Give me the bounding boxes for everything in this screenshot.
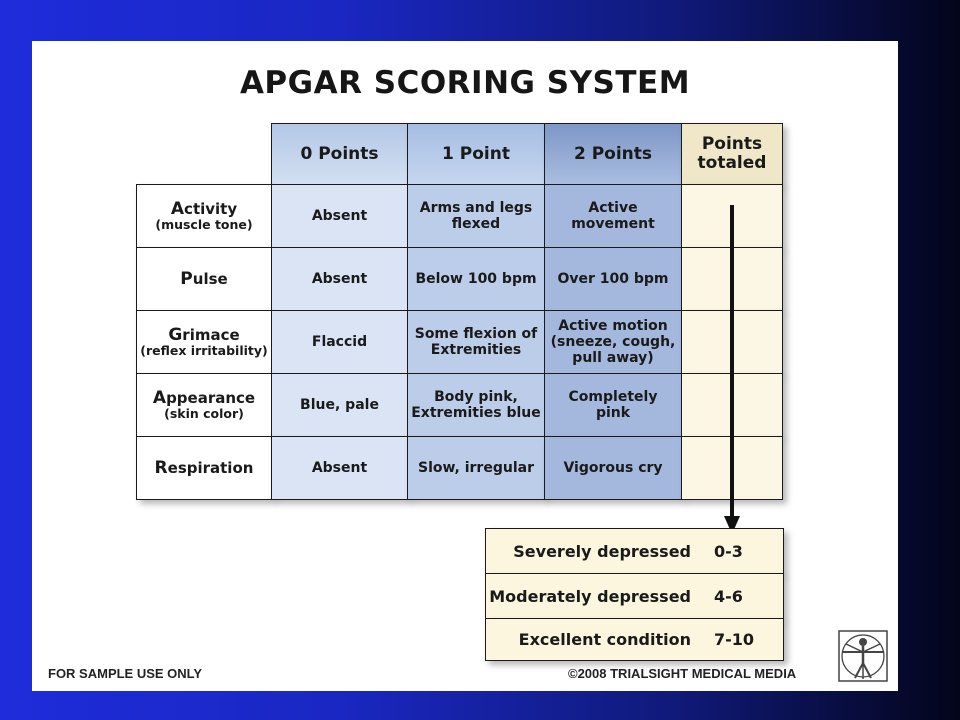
cell-pulse-2: Over 100 bpm (544, 247, 682, 311)
cell-appearance-2: Completely pink (544, 373, 682, 437)
row-name: Respiration (154, 457, 254, 478)
footer-sample-notice: FOR SAMPLE USE ONLY (48, 666, 203, 681)
result-label: Moderately depressed (489, 586, 691, 606)
cell-activity-2: Active movement (544, 184, 682, 248)
cell-activity-1: Arms and legs flexed (407, 184, 545, 248)
row-header-respiration: Respiration (136, 436, 272, 500)
row-name: Grimace (168, 324, 240, 345)
header-2-points: 2 Points (544, 123, 682, 185)
cell-grimace-0: Flaccid (271, 310, 408, 374)
result-range: 7-10 (714, 630, 755, 649)
cell-grimace-2: Active motion (sneeze, cough, pull away) (544, 310, 682, 374)
slide-title: APGAR SCORING SYSTEM (239, 65, 691, 101)
cell-respiration-0: Absent (271, 436, 408, 500)
row-header-appearance: Appearance (skin color) (136, 373, 272, 437)
result-row-excellent: Excellent condition 7-10 (485, 618, 784, 661)
cell-pulse-0: Absent (271, 247, 408, 311)
result-range: 0-3 (714, 541, 743, 561)
row-subtitle: (reflex irritability) (140, 342, 268, 358)
footer-copyright: ©2008 TRIALSIGHT MEDICAL MEDIA (568, 666, 797, 681)
row-header-pulse: Pulse (136, 247, 272, 311)
cell-respiration-1: Slow, irregular (407, 436, 545, 500)
header-points-totaled: Points totaled (681, 123, 783, 185)
row-name: Appearance (152, 387, 256, 408)
vitruvian-man-icon (838, 630, 888, 682)
row-name: Activity (170, 198, 238, 219)
row-header-grimace: Grimace (reflex irritability) (136, 310, 272, 374)
result-row-moderate: Moderately depressed 4-6 (485, 573, 784, 619)
cell-respiration-2: Vigorous cry (544, 436, 682, 500)
result-row-severe: Severely depressed 0-3 (485, 528, 784, 574)
cell-appearance-1: Body pink, Extremities blue (407, 373, 545, 437)
row-header-activity: Activity (muscle tone) (136, 184, 272, 248)
header-1-point: 1 Point (407, 123, 545, 185)
result-range: 4-6 (714, 586, 743, 606)
result-label: Severely depressed (513, 541, 691, 561)
result-label: Excellent condition (518, 630, 691, 649)
arrow-line (730, 205, 734, 522)
cell-pulse-1: Below 100 bpm (407, 247, 545, 311)
header-0-points: 0 Points (271, 123, 408, 185)
cell-appearance-0: Blue, pale (271, 373, 408, 437)
cell-activity-0: Absent (271, 184, 408, 248)
row-name: Pulse (180, 268, 228, 289)
cell-grimace-1: Some flexion of Extremities (407, 310, 545, 374)
row-subtitle: (muscle tone) (155, 216, 253, 232)
row-subtitle: (skin color) (164, 405, 244, 421)
